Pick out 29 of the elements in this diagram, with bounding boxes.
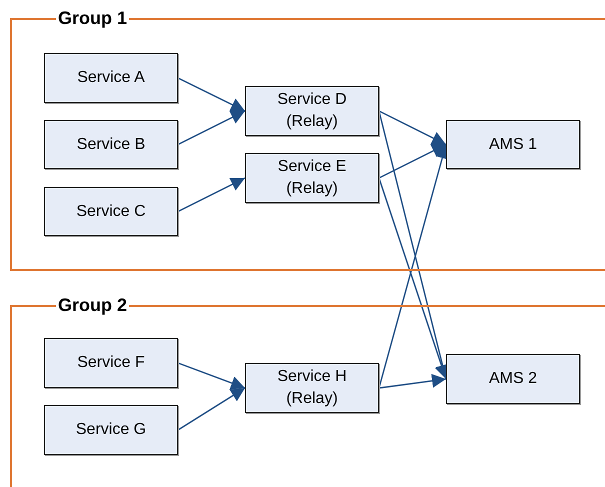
arrow	[378, 374, 446, 389]
service-label: Service A	[76, 68, 146, 88]
service-label: AMS 1	[488, 134, 538, 154]
arrow	[378, 110, 446, 146]
arrow	[178, 362, 246, 390]
service-box	[446, 354, 580, 404]
arrow	[178, 177, 246, 212]
arrow	[178, 387, 246, 431]
service-label: AMS 2	[488, 369, 538, 389]
service-box	[245, 86, 379, 136]
service-label: Service H (Relay)	[276, 367, 348, 409]
service-box	[245, 363, 379, 413]
service-label: Service G	[74, 420, 148, 440]
service-label: Service B	[76, 134, 146, 154]
service-box	[446, 120, 580, 169]
service-box	[44, 338, 178, 388]
service-box	[44, 120, 178, 169]
arrow	[378, 178, 448, 380]
service-box	[44, 405, 178, 455]
service-box	[44, 53, 178, 103]
arrow	[378, 144, 446, 179]
arrow	[178, 110, 246, 146]
service-label: Service E (Relay)	[276, 157, 348, 199]
service-label: Service C	[75, 202, 147, 222]
service-label: Service F	[76, 353, 146, 373]
arrow	[178, 77, 246, 112]
service-box	[44, 187, 178, 236]
service-label: Service D (Relay)	[276, 90, 348, 132]
service-box	[245, 153, 379, 203]
